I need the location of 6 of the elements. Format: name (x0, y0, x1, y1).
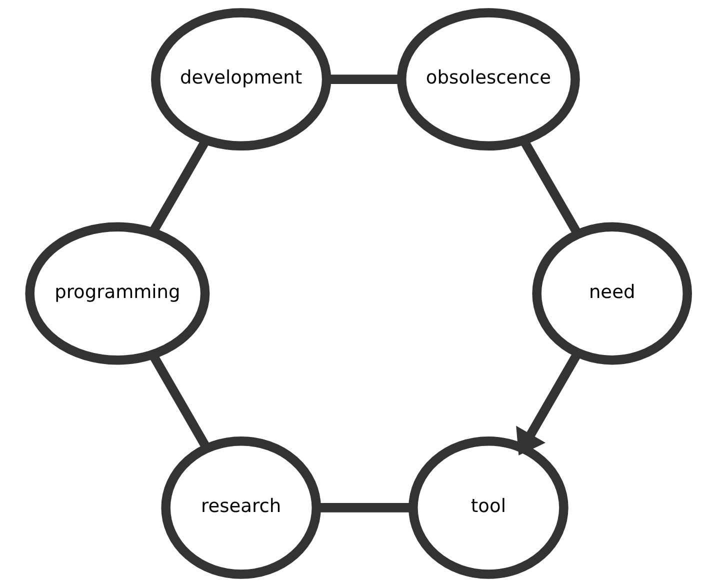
node-ellipse: development (150, 8, 331, 151)
node-ellipse: research (160, 436, 321, 579)
node-ellipse: obsolescence (396, 8, 580, 151)
node-ellipse: programming (24, 222, 210, 365)
node-ellipse: need (532, 222, 692, 365)
node-ellipse: tool (408, 436, 568, 579)
